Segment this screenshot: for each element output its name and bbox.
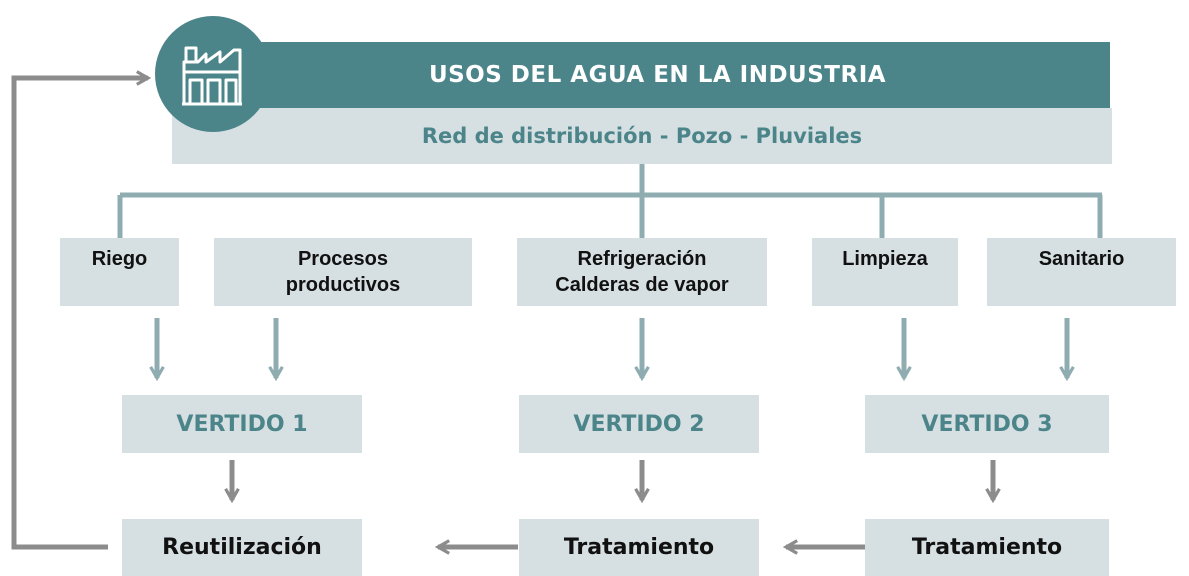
outcome-reuse: Reutilización xyxy=(122,519,362,576)
discharge-box-3: VERTIDO 3 xyxy=(865,395,1109,453)
use-box-riego: Riego xyxy=(60,238,179,306)
discharge-to-outcome-arrows xyxy=(224,460,1001,504)
outcome-treatment-1: Tratamiento xyxy=(519,519,759,576)
water-sources: Red de distribución - Pozo - Pluviales xyxy=(172,108,1112,164)
outcome-treatment-2: Tratamiento xyxy=(865,519,1109,576)
discharge-box-2: VERTIDO 2 xyxy=(519,395,759,453)
factory-icon xyxy=(182,46,242,106)
use-box-limpieza: Limpieza xyxy=(812,238,958,306)
reuse-loop-arrow xyxy=(11,70,152,550)
use-box-refrigeracion: Refrigeración Calderas de vapor xyxy=(517,238,767,306)
factory-icon-badge xyxy=(155,16,271,132)
distribution-tree xyxy=(117,164,1103,238)
use-box-sanitario: Sanitario xyxy=(987,238,1176,306)
discharge-box-1: VERTIDO 1 xyxy=(122,395,362,453)
page-title: USOS DEL AGUA EN LA INDUSTRIA xyxy=(175,42,1110,108)
use-to-discharge-arrows xyxy=(149,318,1075,382)
use-box-procesos: Procesos productivos xyxy=(214,238,472,306)
